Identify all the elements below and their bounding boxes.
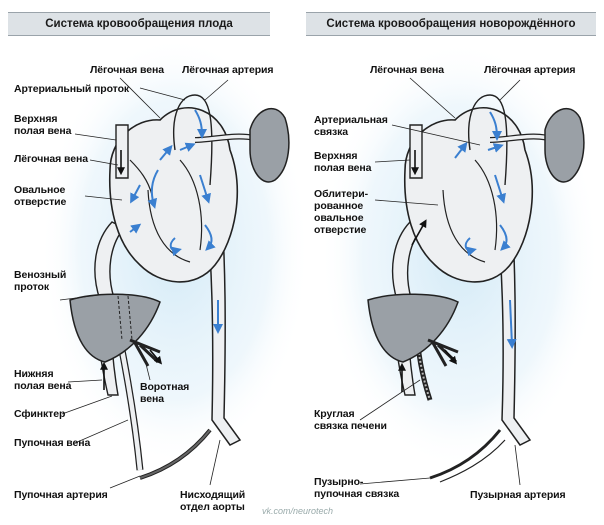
- newborn-leader-lines: [359, 77, 521, 486]
- newborn-panel: [320, 40, 600, 486]
- newborn-label-superior-vena-cava: Верхняя полая вена: [314, 150, 372, 174]
- fetal-label-umbilical-artery: Пупочная артерия: [14, 489, 108, 501]
- fetal-label-ductus-venosus: Венозный проток: [14, 269, 67, 293]
- fetal-leader-lines: [59, 77, 229, 489]
- newborn-liver: [367, 293, 459, 363]
- fetal-label-pulmonary-vein-left: Лёгочная вена: [14, 153, 88, 165]
- newborn-label-obliterated-foramen: Облитери- рованное овальное отверстие: [314, 188, 368, 236]
- fetal-heart: [108, 107, 239, 283]
- watermark: vk.com/neurotech: [262, 506, 334, 516]
- fetal-label-inferior-vena-cava: Нижняя полая вена: [14, 368, 72, 392]
- fetal-label-superior-vena-cava: Верхняя полая вена: [14, 113, 72, 137]
- fetal-superior-vena-cava-vessel: [115, 124, 129, 179]
- fetal-lung: [249, 107, 290, 183]
- fetal-label-sphincter: Сфинктер: [14, 408, 66, 420]
- newborn-label-vesico-umbilical-ligament: Пузырно- пупочная связка: [314, 476, 400, 500]
- newborn-label-pulmonary-vein: Лёгочная вена: [370, 64, 444, 76]
- newborn-lung: [544, 107, 585, 183]
- fetal-pointer-arrows: [100, 150, 163, 390]
- fetal-label-pulmonary-vein-top: Лёгочная вена: [90, 64, 164, 76]
- newborn-vesico-umbilical-ligament: [429, 429, 502, 480]
- newborn-label-ligamentum-arteriosum: Артериальная связка: [314, 114, 388, 138]
- fetal-label-ductus-arteriosus: Артериальный проток: [14, 83, 130, 95]
- fetal-panel-title: Система кровообращения плода: [8, 12, 270, 36]
- fetal-flow-arrows: [129, 109, 223, 334]
- fetal-liver: [69, 293, 161, 363]
- newborn-panel-title: Система кровообращения новорождённого: [306, 12, 596, 36]
- newborn-label-round-ligament: Круглая связка печени: [314, 408, 387, 432]
- fetal-label-umbilical-vein: Пупочная вена: [14, 437, 91, 449]
- newborn-pointer-arrows: [398, 150, 458, 392]
- newborn-label-vesical-artery: Пузырная артерия: [470, 489, 566, 501]
- fetal-panel: [40, 35, 310, 489]
- fetal-label-pulmonary-artery: Лёгочная артерия: [182, 64, 274, 76]
- newborn-label-pulmonary-artery: Лёгочная артерия: [484, 64, 576, 76]
- fetal-label-foramen-ovale: Овальное отверстие: [14, 184, 67, 208]
- fetal-label-descending-aorta: Нисходящий отдел аорты: [180, 489, 246, 513]
- fetal-label-portal-vein: Воротная вена: [140, 381, 190, 405]
- newborn-flow-arrows: [454, 111, 517, 349]
- newborn-superior-vena-cava-vessel: [409, 124, 423, 179]
